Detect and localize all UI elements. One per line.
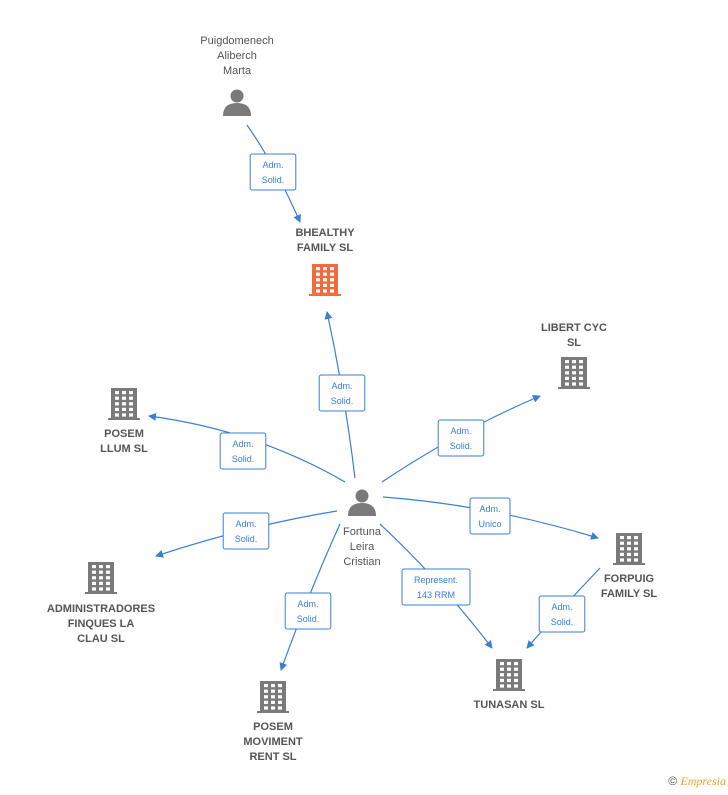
edge-label-text: Adm. <box>232 439 253 449</box>
node-label: POSEM <box>253 721 293 733</box>
node-label: Fortuna <box>343 526 382 538</box>
edge-label-text: Adm. <box>551 602 572 612</box>
node-label: Puigdomenech <box>200 35 273 47</box>
node-posemL[interactable]: POSEM LLUM SL <box>100 388 148 455</box>
edge-label-text: Solid. <box>232 454 255 464</box>
node-label: MOVIMENT <box>243 736 303 748</box>
edge-label-box <box>219 432 267 470</box>
building-icon <box>108 388 140 420</box>
node-label: Cristian <box>343 556 380 568</box>
node-label: FORPUIG <box>604 573 654 585</box>
edge-label-text: Solid. <box>262 175 285 185</box>
node-label: FAMILY SL <box>601 588 658 600</box>
brand-logo: Empresia <box>680 774 726 788</box>
edge-fort-posemM: Adm. Solid. <box>279 523 341 671</box>
edge-label-box <box>401 568 471 606</box>
node-label: SL <box>567 337 581 349</box>
edge-label-text: Adm. <box>297 599 318 609</box>
edge-fort-forp: Adm. Unico <box>382 496 599 540</box>
edge-label-text: Solid. <box>297 614 320 624</box>
node-label: CLAU SL <box>77 633 125 645</box>
node-label: LIBERT CYC <box>541 322 607 334</box>
edge-label-box <box>318 374 366 412</box>
node-label: FAMILY SL <box>297 242 354 254</box>
edge-label-text: Unico <box>478 519 501 529</box>
building-icon <box>558 357 590 389</box>
node-label: TUNASAN SL <box>474 699 545 711</box>
node-admin[interactable]: ADMINISTRADORES FINQUES LA CLAU SL <box>47 562 155 645</box>
edge-fort-posemL: Adm. Solid. <box>148 412 346 483</box>
edge-label-text: Adm. <box>479 504 500 514</box>
node-label: ADMINISTRADORES <box>47 603 155 615</box>
node-label: Marta <box>223 65 252 77</box>
edge-label-text: 143 RRM <box>417 590 455 600</box>
building-icon <box>613 533 645 565</box>
edge-fort-admin: Adm. Solid. <box>155 510 338 558</box>
person-icon <box>348 489 376 516</box>
building-icon <box>309 264 341 296</box>
node-label: RENT SL <box>249 751 296 763</box>
edge-label-box <box>222 512 270 550</box>
edge-label-box <box>538 595 586 633</box>
copyright-symbol: © <box>668 774 678 788</box>
node-label: Leira <box>350 541 375 553</box>
edge-label-text: Solid. <box>235 534 258 544</box>
building-icon <box>257 681 289 713</box>
node-label: BHEALTHY <box>295 227 355 239</box>
edge-label-text: Adm. <box>262 160 283 170</box>
node-label: Aliberch <box>217 50 257 62</box>
edge-puig-bheal: Adm. Solid. <box>246 124 301 223</box>
node-tuna[interactable]: TUNASAN SL <box>474 659 545 711</box>
edge-label-box <box>437 419 485 457</box>
node-label: LLUM SL <box>100 443 148 455</box>
copyright: © Empresia <box>668 774 726 789</box>
edge-label-box <box>469 497 511 535</box>
person-icon <box>223 89 251 116</box>
node-bheal[interactable]: BHEALTHY FAMILY SL <box>295 227 355 296</box>
edge-label-text: Adm. <box>235 519 256 529</box>
node-libert[interactable]: LIBERT CYC SL <box>541 322 607 389</box>
node-forp[interactable]: FORPUIG FAMILY SL <box>601 533 658 600</box>
edge-label-text: Adm. <box>450 426 471 436</box>
node-label: FINQUES LA <box>68 618 135 630</box>
edge-fort-bheal: Adm. Solid. <box>318 311 366 479</box>
edge-label-box <box>249 153 297 191</box>
edge-fort-libert: Adm. Solid. <box>381 395 541 483</box>
edge-label-text: Adm. <box>331 381 352 391</box>
edge-label-text: Solid. <box>331 396 354 406</box>
node-posemM[interactable]: POSEM MOVIMENT RENT SL <box>243 681 303 763</box>
edges-layer: Adm. Solid. Adm. Solid. Adm. Solid. Adm. Solid.… <box>148 124 601 671</box>
edge-forp-tuna: Adm. Solid. <box>526 567 601 649</box>
edge-fort-tuna: Represent. 143 RRM <box>379 523 493 649</box>
edge-label-text: Solid. <box>551 617 574 627</box>
building-icon <box>85 562 117 594</box>
node-label: POSEM <box>104 428 144 440</box>
edge-label-box <box>284 592 332 630</box>
edge-label-text: Represent. <box>414 575 458 585</box>
edge-label-text: Solid. <box>450 441 473 451</box>
building-icon <box>493 659 525 691</box>
